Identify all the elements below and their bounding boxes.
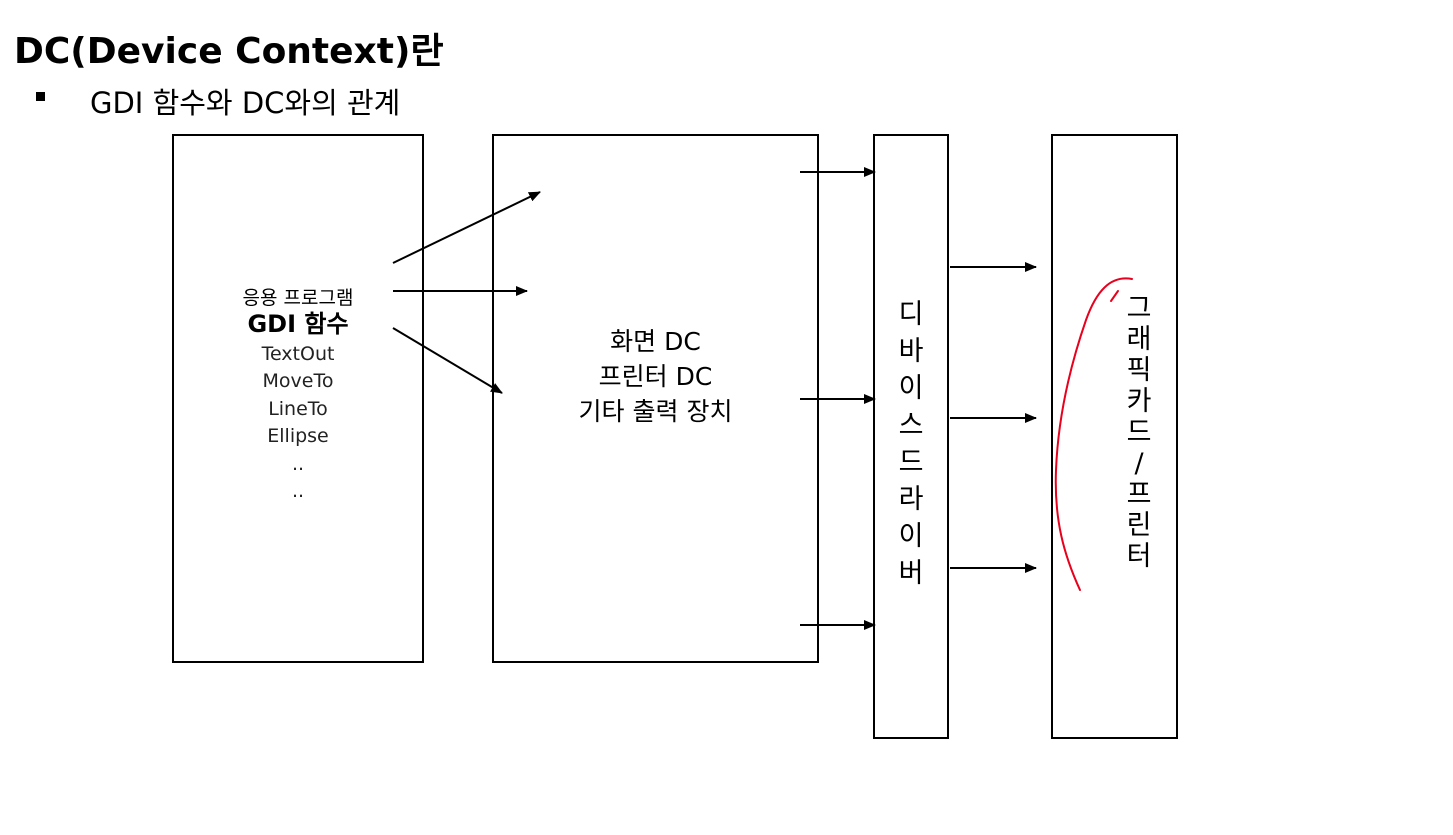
device-char: 린 [1126,510,1152,541]
device-char: 픽 [1126,355,1152,386]
dc-box [492,134,819,663]
bullet-text: GDI 함수와 DC와의 관계 [90,86,401,120]
device-char: / [1134,448,1144,479]
function-item: MoveTo [262,370,334,393]
driver-char: 디 [898,299,924,330]
function-item: .. [291,480,305,503]
bullet-marker [36,92,45,101]
dc-box-content: 화면 DC 프린터 DC 기타 출력 장치 [492,324,819,429]
driver-char: 버 [898,558,924,589]
page-title: DC(Device Context)란 [14,31,444,72]
device-char: 카 [1126,386,1152,417]
driver-label: 디 바 이 스 드 라 이 버 [873,296,949,592]
driver-char: 이 [898,521,924,552]
function-item: .. [291,452,305,475]
red-annotation-mark [1054,277,1133,591]
dc-line-printer: 프린터 DC [598,362,713,391]
function-item: LineTo [268,397,328,420]
arrow-app-to-dc [392,191,541,264]
device-label: 그 래 픽 카 드 / 프 린 터 [1114,293,1164,572]
app-box [172,134,424,663]
driver-char: 이 [898,373,924,404]
function-item: TextOut [261,342,335,365]
driver-char: 드 [898,447,924,478]
device-char: 래 [1126,324,1152,355]
driver-char: 스 [898,410,924,441]
driver-box [873,134,949,739]
driver-char: 라 [898,484,924,515]
device-char: 터 [1126,541,1152,572]
device-char: 드 [1126,417,1152,448]
device-char: 프 [1126,479,1152,510]
arrow-app-to-dc [392,327,503,394]
driver-char: 바 [898,336,924,367]
dc-line-other: 기타 출력 장치 [578,397,733,426]
dc-line-screen: 화면 DC [610,327,701,356]
device-char: 그 [1126,293,1152,324]
gdi-label: GDI 함수 [247,309,349,338]
app-box-content: 응용 프로그램 GDI 함수 TextOut MoveTo LineTo Ell… [172,287,424,506]
device-box [1051,134,1178,739]
function-item: Ellipse [267,425,329,448]
app-label: 응용 프로그램 [242,287,354,309]
